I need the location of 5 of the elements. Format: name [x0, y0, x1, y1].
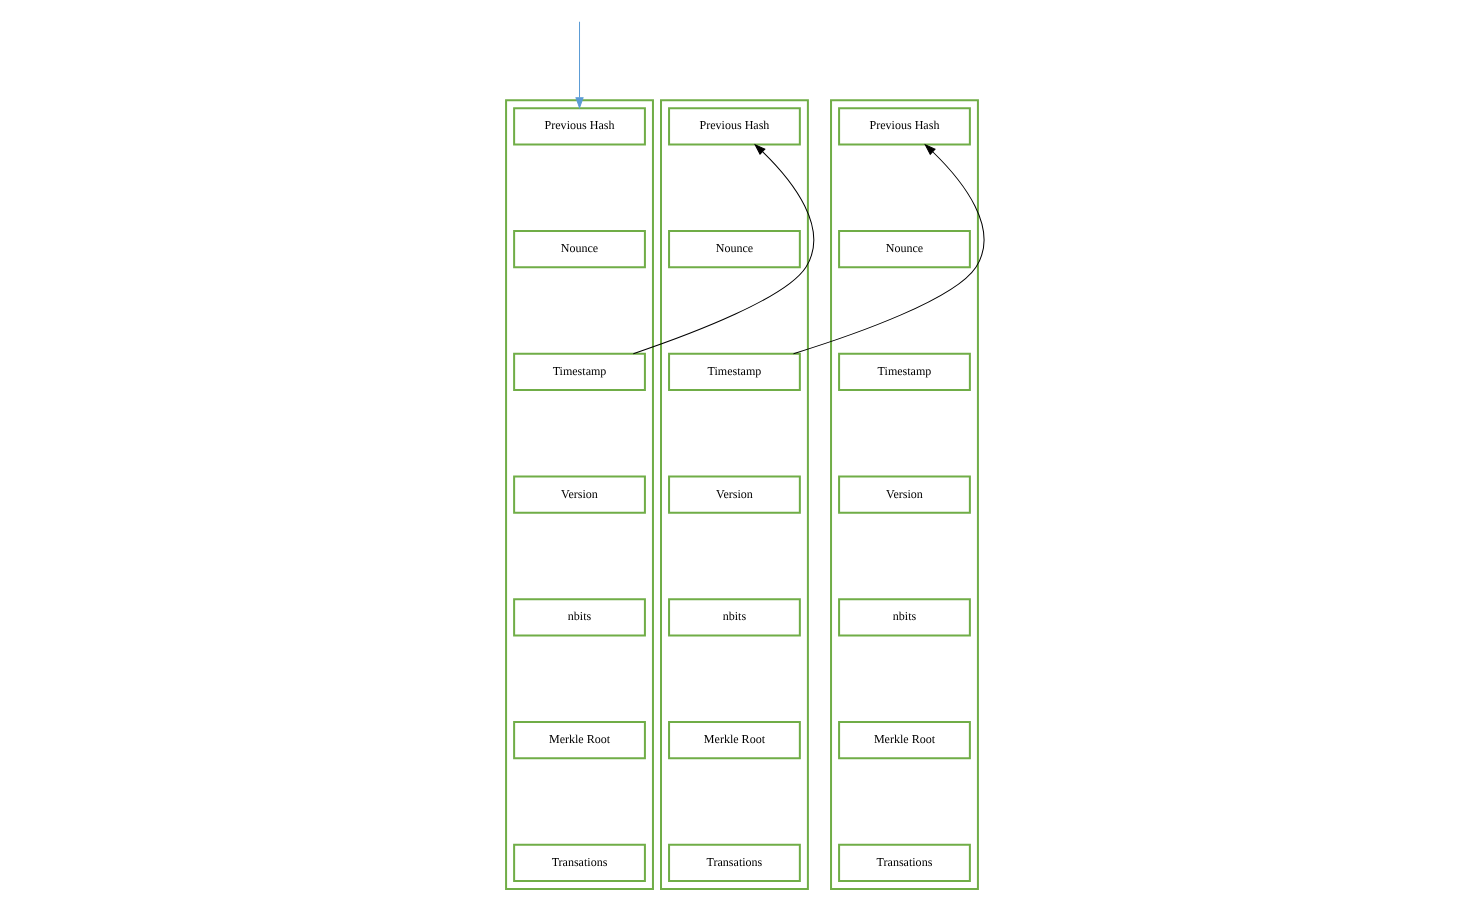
arrow	[575, 21, 584, 110]
cluster	[830, 99, 979, 890]
cluster	[660, 99, 809, 890]
arrow	[632, 143, 815, 355]
arrow	[793, 143, 985, 355]
